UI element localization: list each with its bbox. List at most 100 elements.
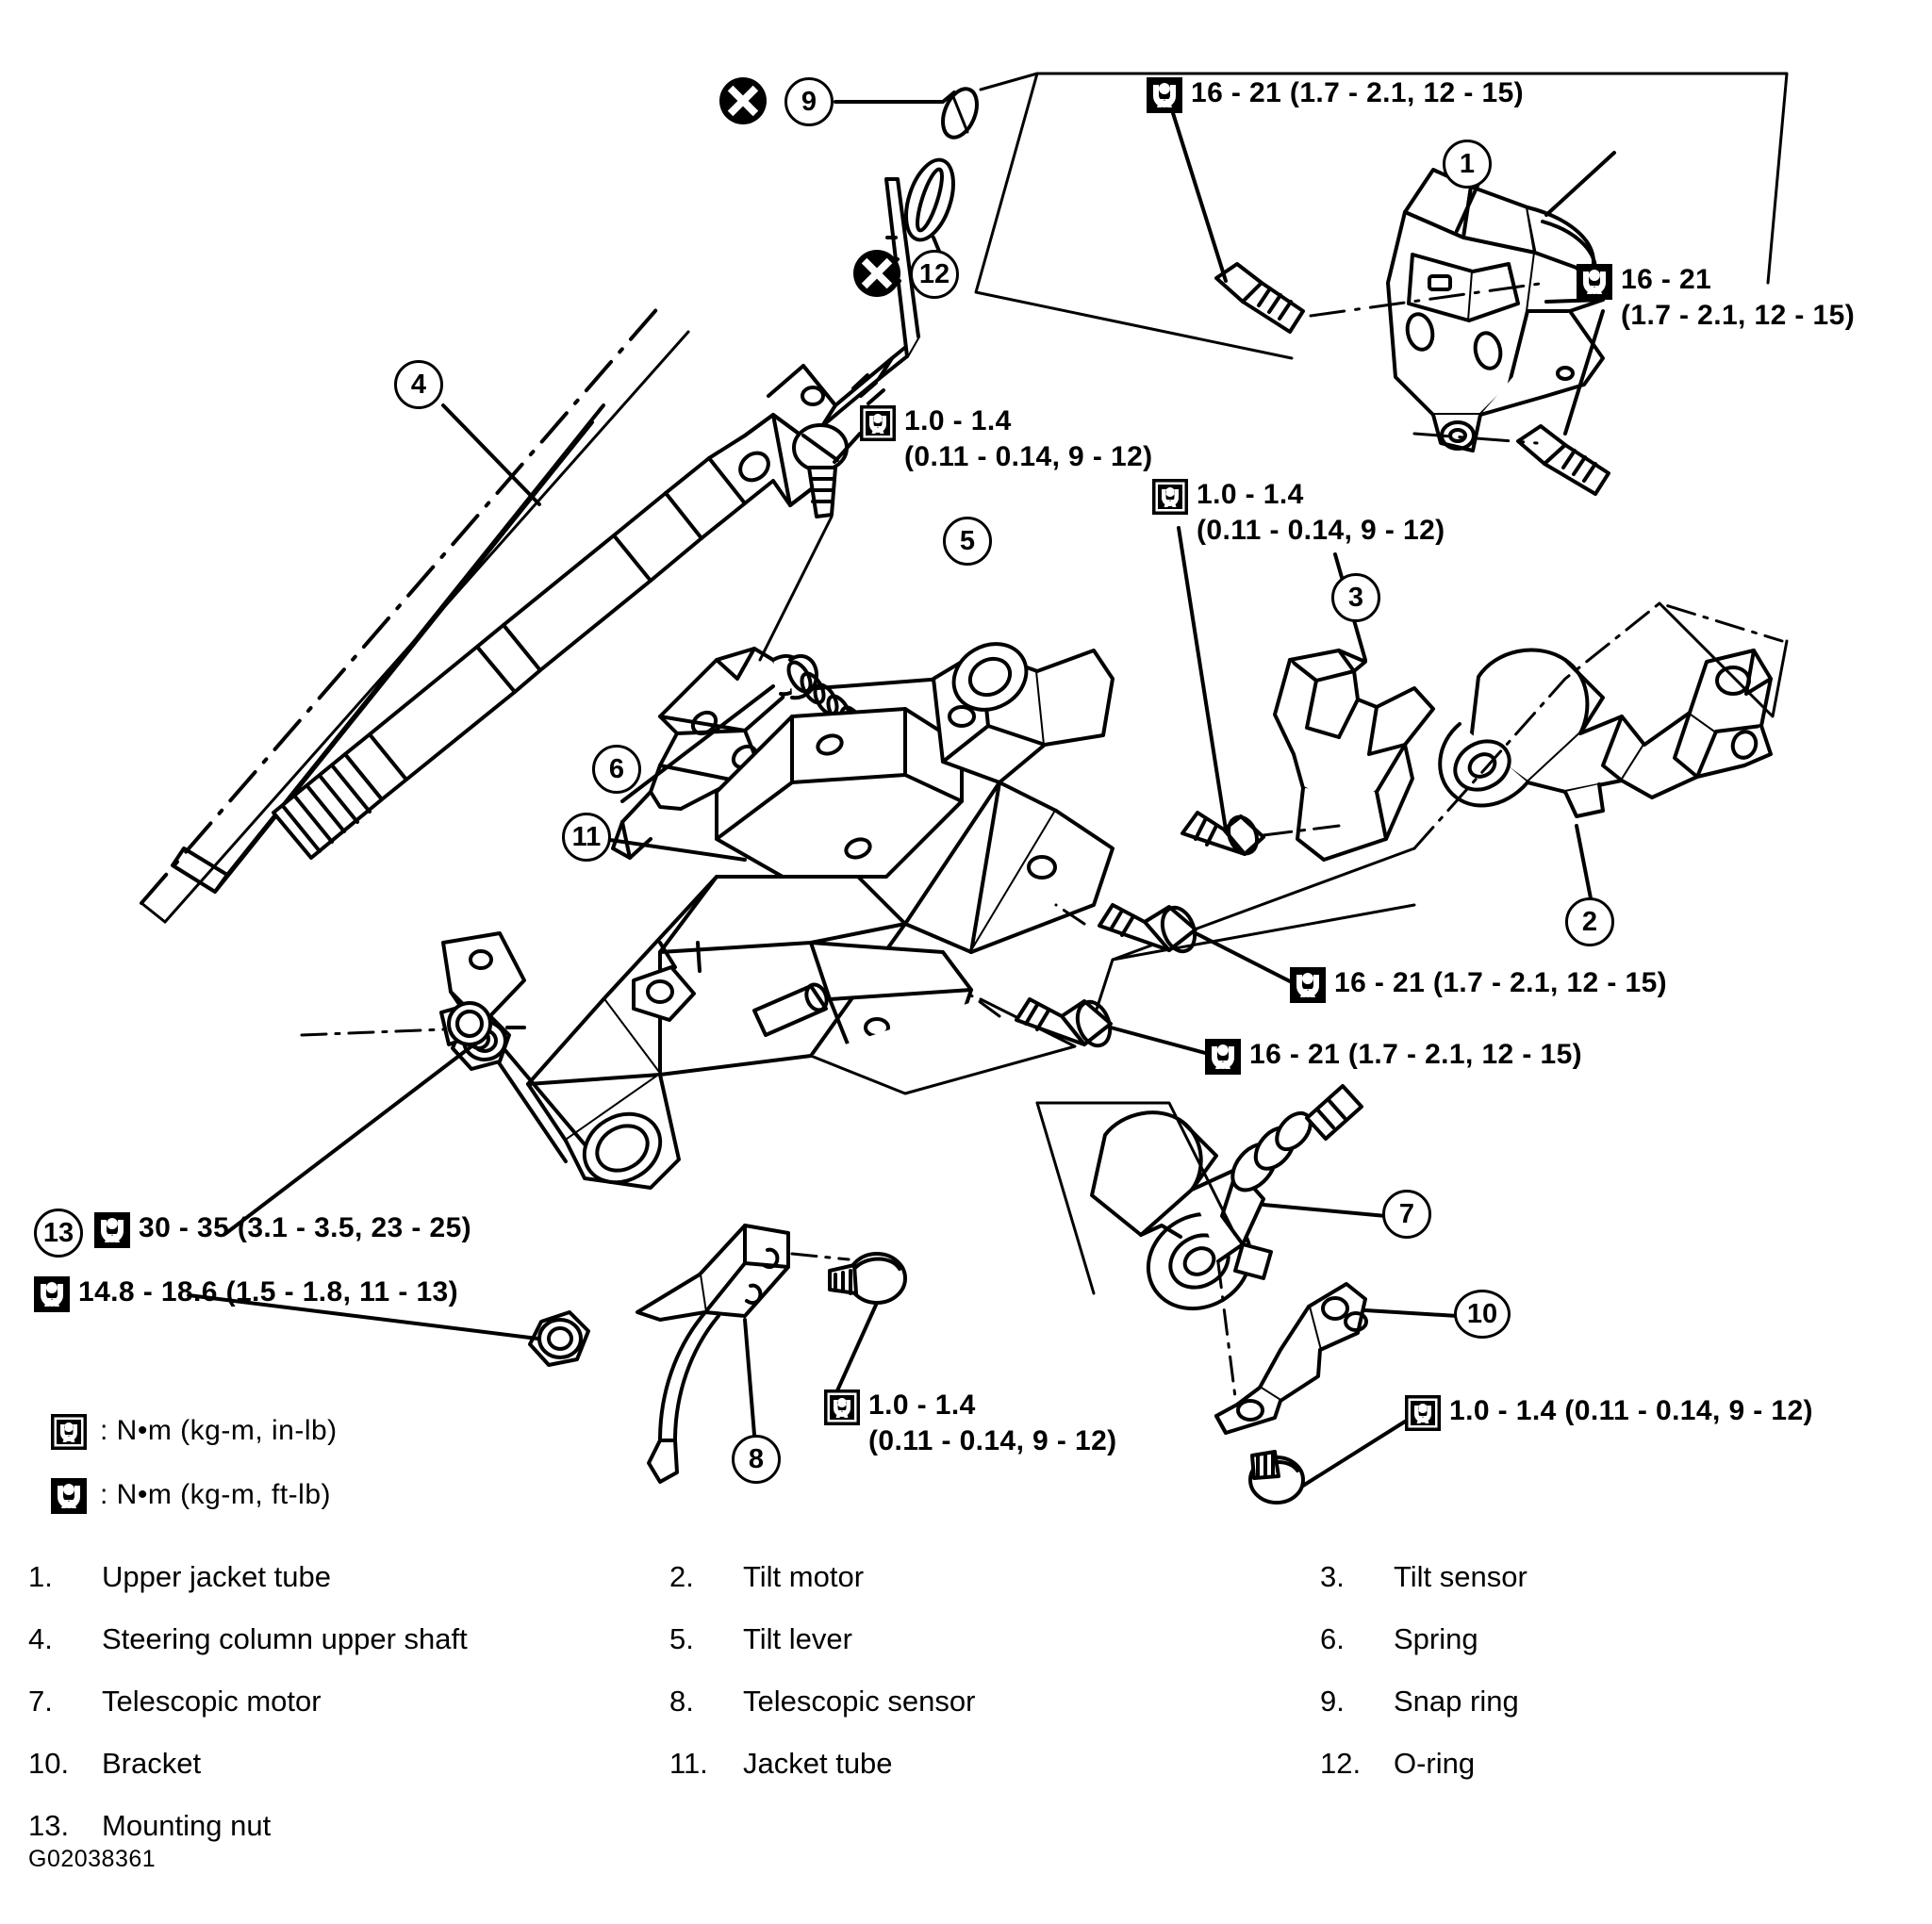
parts-list-row: 10. Bracket 11. Jacket tube 12. O-ring xyxy=(28,1747,1905,1781)
parts-list-number: 3. xyxy=(1320,1560,1345,1593)
parts-list-label: Spring xyxy=(1394,1622,1478,1655)
parts-list-number: 10. xyxy=(28,1747,70,1780)
parts-list-item-2: 2. Tilt motor xyxy=(669,1560,1320,1594)
leader-1b xyxy=(1544,151,1616,217)
part-telescopic-motor-drawing xyxy=(1090,1084,1363,1311)
parts-list-number: 8. xyxy=(669,1685,694,1718)
parts-list-item-10: 10. Bracket xyxy=(28,1747,669,1781)
parts-list-row: 4. Steering column upper shaft 5. Tilt l… xyxy=(28,1622,1905,1656)
parts-list-row: 1. Upper jacket tube 2. Tilt motor 3. Ti… xyxy=(28,1560,1905,1594)
leader-screw-telesc xyxy=(833,1301,879,1399)
parts-list-number: 7. xyxy=(28,1685,53,1718)
parts-list-number: 11. xyxy=(669,1747,708,1780)
screw-tilt-lever xyxy=(792,423,849,518)
item-callout-12: 12 xyxy=(910,250,959,299)
torque-callout-mounting-bolt: 14.8 - 18.6 (1.5 - 1.8, 11 - 13) xyxy=(34,1274,458,1312)
torque-wrench-ftlb-icon xyxy=(34,1276,70,1312)
leader-8 xyxy=(743,1318,756,1437)
bolt-upper-left xyxy=(1214,262,1305,334)
parts-list-label: Tilt motor xyxy=(743,1560,865,1593)
part-upper-jacket-tube-drawing xyxy=(1386,168,1605,452)
leader-mount-bolt xyxy=(187,1293,539,1340)
leader-bolt-mid-right xyxy=(1194,931,1294,984)
part-bracket-drawing xyxy=(1214,1282,1368,1435)
torque-callout-upper-left: 16 - 21 (1.7 - 2.1, 12 - 15) xyxy=(1147,75,1524,113)
torque-callout-tilt-sensor: 1.0 - 1.4 (0.11 - 0.14, 9 - 12) xyxy=(1152,477,1445,549)
part-o-ring-drawing xyxy=(904,157,955,242)
unit-key-inlb-text: : N•m (kg-m, in-lb) xyxy=(100,1415,338,1446)
leader-bolt-1 xyxy=(1171,111,1228,283)
parts-list-number: 6. xyxy=(1320,1622,1345,1655)
bolt-upper-right xyxy=(1516,424,1610,496)
torque-callout-bracket: 1.0 - 1.4 (0.11 - 0.14, 9 - 12) xyxy=(1405,1393,1813,1431)
parts-list-number: 4. xyxy=(28,1622,53,1655)
part-tilt-sensor-drawing xyxy=(1273,649,1435,862)
torque-wrench-inlb-icon xyxy=(1152,479,1188,515)
torque-value-tilt-sensor: 1.0 - 1.4 (0.11 - 0.14, 9 - 12) xyxy=(1197,479,1445,546)
bolt-tilt-sensor xyxy=(1181,811,1265,856)
drawing-id-code: G02038361 xyxy=(28,1846,157,1872)
assembly-line-screw-tilt xyxy=(758,515,834,662)
torque-value-upper-left: 16 - 21 (1.7 - 2.1, 12 - 15) xyxy=(1191,77,1525,108)
axis-upper-shaft xyxy=(140,304,662,905)
torque-wrench-ftlb-icon xyxy=(1577,264,1612,300)
parts-list-number: 1. xyxy=(28,1560,53,1593)
parts-list-item-8: 8. Telescopic sensor xyxy=(669,1685,1320,1718)
item-callout-6: 6 xyxy=(592,745,641,794)
parts-list-item-7: 7. Telescopic motor xyxy=(28,1685,669,1718)
parts-list: 1. Upper jacket tube 2. Tilt motor 3. Ti… xyxy=(28,1560,1905,1871)
torque-value-bracket: 1.0 - 1.4 (0.11 - 0.14, 9 - 12) xyxy=(1449,1395,1813,1426)
parts-list-label: Bracket xyxy=(102,1747,202,1780)
leader-bolt-mid-lower xyxy=(1109,1026,1211,1056)
x-replace-marker-icon-o-ring xyxy=(853,250,900,297)
parts-list-number: 2. xyxy=(669,1560,694,1593)
x-replace-marker-icon-snap-ring xyxy=(719,77,767,124)
parts-list-number: 9. xyxy=(1320,1685,1345,1718)
screw-telescopic-sensor xyxy=(828,1252,907,1305)
torque-callout-mid-lower: 16 - 21 (1.7 - 2.1, 12 - 15) xyxy=(1205,1037,1582,1075)
torque-callout-mounting-nut: 30 - 35 (3.1 - 3.5, 23 - 25) xyxy=(94,1210,471,1248)
bolt-mid-lower xyxy=(1015,997,1113,1048)
parts-list-item-13: 13. Mounting nut xyxy=(28,1809,669,1843)
item-callout-9: 9 xyxy=(784,77,834,126)
parts-list-label: Tilt lever xyxy=(743,1622,852,1655)
torque-wrench-inlb-icon xyxy=(824,1390,860,1425)
parts-list-row: 13. Mounting nut xyxy=(28,1809,1905,1843)
torque-wrench-ftlb-icon xyxy=(1205,1039,1241,1075)
parts-list-item-9: 9. Snap ring xyxy=(1320,1685,1886,1718)
parts-list-label: Jacket tube xyxy=(743,1747,893,1780)
torque-wrench-inlb-icon xyxy=(51,1414,87,1450)
leader-2 xyxy=(1575,824,1593,905)
unit-key-ftlb-text: : N•m (kg-m, ft-lb) xyxy=(100,1479,331,1510)
torque-callout-tilt-lever: 1.0 - 1.4 (0.11 - 0.14, 9 - 12) xyxy=(860,403,1153,475)
leader-13 xyxy=(224,1044,473,1235)
frame-top-right xyxy=(979,72,1789,285)
leader-bolt-1b xyxy=(1563,309,1605,436)
part-tilt-lever-drawing xyxy=(611,647,805,860)
item-callout-10: 10 xyxy=(1454,1290,1511,1339)
torque-value-tilt-lever: 1.0 - 1.4 (0.11 - 0.14, 9 - 12) xyxy=(904,405,1153,472)
parts-list-label: Snap ring xyxy=(1394,1685,1519,1718)
part-telescopic-sensor-drawing xyxy=(636,1224,790,1484)
torque-callout-mid-right: 16 - 21 (1.7 - 2.1, 12 - 15) xyxy=(1290,965,1667,1003)
item-callout-5: 5 xyxy=(943,517,992,566)
torque-wrench-inlb-icon xyxy=(1405,1395,1441,1431)
leader-screw-tilt xyxy=(833,432,862,464)
bushing-left xyxy=(439,1001,492,1046)
part-jacket-tube-drawing xyxy=(441,642,1115,1190)
part-upper-shaft-drawing xyxy=(171,177,920,894)
parts-list-item-1: 1. Upper jacket tube xyxy=(28,1560,669,1594)
item-callout-2: 2 xyxy=(1565,897,1614,946)
parts-list-item-4: 4. Steering column upper shaft xyxy=(28,1622,669,1656)
parts-list-item-5: 5. Tilt lever xyxy=(669,1622,1320,1656)
torque-value-mid-right: 16 - 21 (1.7 - 2.1, 12 - 15) xyxy=(1334,967,1668,998)
parts-list-label: Mounting nut xyxy=(102,1809,272,1842)
leader-bolt-bracket xyxy=(1301,1420,1407,1488)
leader-11 xyxy=(602,837,747,862)
torque-wrench-ftlb-icon xyxy=(1147,77,1182,113)
part-mounting-bolt-drawing xyxy=(528,1310,590,1367)
leader-4 xyxy=(441,403,541,506)
